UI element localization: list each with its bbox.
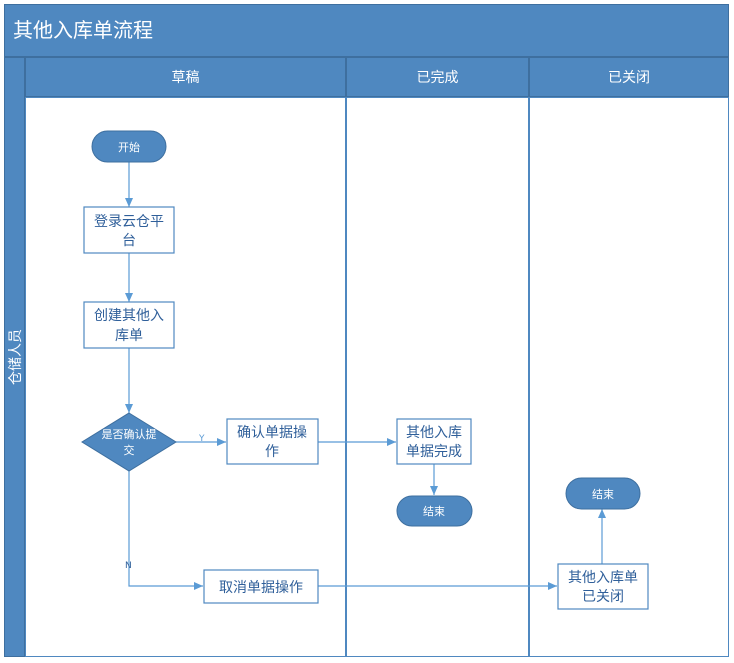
cancel-label: 取消单据操作	[219, 580, 303, 596]
end-node-completed	[396, 495, 473, 527]
confirm-label-line2: 作	[265, 444, 279, 460]
column-header-completed: 已完成	[346, 57, 529, 97]
create-process-box	[83, 301, 175, 349]
column-draft	[25, 97, 346, 657]
closed-process-box	[557, 563, 649, 610]
start-node	[91, 130, 167, 163]
done-label-line1: 其他入库	[406, 425, 462, 441]
create-label-line1: 创建其他入	[94, 308, 164, 324]
cancel-process-box	[203, 569, 319, 604]
decision-label-line1: 是否确认提	[102, 428, 157, 441]
edge-decision-cancel	[128, 471, 203, 590]
end-node-closed	[565, 477, 641, 510]
confirm-label-line1: 确认单据操	[237, 425, 307, 441]
login-label-line1: 登录云仓平	[94, 214, 164, 230]
start-label: 开始	[118, 140, 140, 154]
edge-label-yes: Y	[198, 434, 205, 444]
closed-label-line1: 其他入库单	[568, 570, 638, 586]
lane-header	[4, 57, 25, 657]
done-label-line2: 单据完成	[406, 444, 462, 460]
create-label-line2: 库单	[115, 328, 143, 344]
closed-label-line2: 已关闭	[582, 589, 624, 605]
decision-label-line2: 交	[124, 443, 135, 457]
column-completed	[346, 97, 529, 657]
decision-diamond	[81, 412, 177, 472]
done-process-box	[396, 418, 472, 465]
column-header-draft: 草稿	[25, 57, 346, 97]
edge-label-no: N	[125, 561, 132, 571]
page-title: 其他入库单流程	[4, 4, 729, 57]
column-header-closed: 已关闭	[529, 57, 729, 97]
login-process-box	[83, 206, 175, 254]
login-label-line2: 台	[122, 233, 136, 249]
end-label-closed: 结束	[592, 488, 614, 501]
end-label-completed: 结束	[423, 505, 445, 518]
confirm-process-box	[226, 418, 319, 465]
